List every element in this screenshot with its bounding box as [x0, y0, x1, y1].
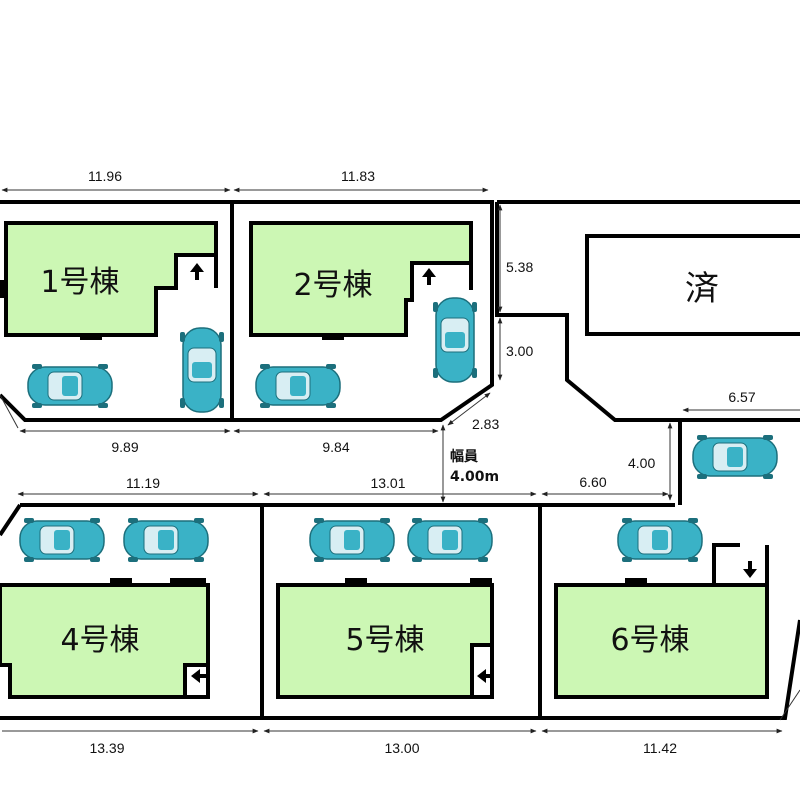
dim-line — [779, 689, 800, 721]
sold-lot: 済 — [585, 234, 800, 336]
dimension-labels: 11.96 11.83 9.89 9.84 5.38 3.00 2.83 4.0… — [88, 168, 756, 756]
car-icon — [407, 517, 493, 563]
house-5-footprint — [276, 583, 494, 699]
house-5-label: 5号棟 — [345, 623, 424, 658]
dim-line — [0, 394, 19, 429]
dim-road-width: 4.00 — [628, 455, 655, 471]
entrance-arrow-icon — [190, 263, 204, 280]
car-icon — [309, 517, 395, 563]
car-icon — [123, 517, 209, 563]
upper-lot-boundaries — [0, 200, 800, 505]
house-6-porch — [712, 543, 740, 585]
road-label: 幅員 4.00m — [450, 448, 499, 485]
dim-bottom-lot1: 9.89 — [111, 439, 138, 455]
road-label-line2: 4.00m — [450, 469, 499, 485]
entrance-arrow-icon — [743, 561, 757, 578]
house-6-label: 6号棟 — [610, 623, 689, 658]
road-label-line1: 幅員 — [450, 448, 478, 465]
car-icon — [432, 297, 478, 383]
house-4-door-mark — [110, 578, 132, 584]
dim-top-lot1: 11.96 — [88, 168, 122, 184]
entrance-arrow-icon — [422, 268, 436, 285]
house-2-footprint — [249, 221, 473, 337]
lot-2-boundary — [232, 200, 494, 422]
lot-5: 5号棟 — [276, 517, 494, 699]
dim-right-side-lower: 3.00 — [506, 343, 533, 359]
dim-corner-cut: 2.83 — [472, 416, 499, 432]
dim-bottom-lot4: 13.39 — [89, 740, 124, 756]
house-1-label: 1号棟 — [40, 265, 119, 300]
car-icon — [692, 434, 778, 480]
entrance-arrow-icon — [477, 669, 494, 683]
dim-line — [447, 392, 491, 426]
house-2-door-mark — [322, 334, 344, 340]
dim-top-lot4: 11.19 — [126, 475, 160, 491]
car-icon — [19, 517, 105, 563]
sold-label: 済 — [685, 269, 719, 309]
lot-2: 2号棟 — [249, 221, 478, 409]
house-5-porch — [472, 645, 494, 699]
entrance-arrow-icon — [191, 669, 208, 683]
car-icon — [255, 363, 341, 409]
dim-top-lot5: 13.01 — [370, 475, 405, 491]
sold-building — [585, 234, 800, 336]
dim-bottom-lot2: 9.84 — [322, 439, 349, 455]
house-4-door-mark — [170, 578, 206, 584]
lower-lot-boundaries — [0, 503, 800, 720]
lot-6: 6号棟 — [554, 517, 769, 699]
house-5-door-mark — [470, 578, 492, 584]
dim-top-lot6: 6.60 — [579, 474, 606, 490]
house-4-label: 4号棟 — [60, 623, 139, 658]
dim-bottom-lot6: 11.42 — [643, 740, 677, 756]
car-icon — [617, 517, 703, 563]
dim-right-side-upper: 5.38 — [506, 259, 533, 275]
house-4-porch — [185, 665, 210, 699]
lower-left-corner-cut — [0, 503, 22, 537]
car-icon — [179, 327, 225, 413]
dim-top-lot2: 11.83 — [341, 168, 375, 184]
house-5-door-mark — [345, 578, 367, 584]
dim-right-lot-bottom: 6.57 — [728, 389, 755, 405]
dimension-lines — [0, 187, 800, 734]
house-1-side-mark — [0, 280, 6, 298]
house-2-porch — [412, 261, 473, 290]
dim-bottom-lot5: 13.00 — [384, 740, 419, 756]
house-6-footprint — [554, 583, 769, 699]
house-1-porch — [176, 253, 218, 288]
car-icon — [27, 363, 113, 409]
lot-1: 1号棟 — [0, 221, 225, 413]
house-6-door-mark — [625, 578, 647, 584]
house-1-footprint — [4, 221, 218, 337]
house-2-label: 2号棟 — [293, 268, 372, 303]
house-1-door-mark — [80, 334, 102, 340]
lot-4: 4号棟 — [0, 517, 210, 699]
